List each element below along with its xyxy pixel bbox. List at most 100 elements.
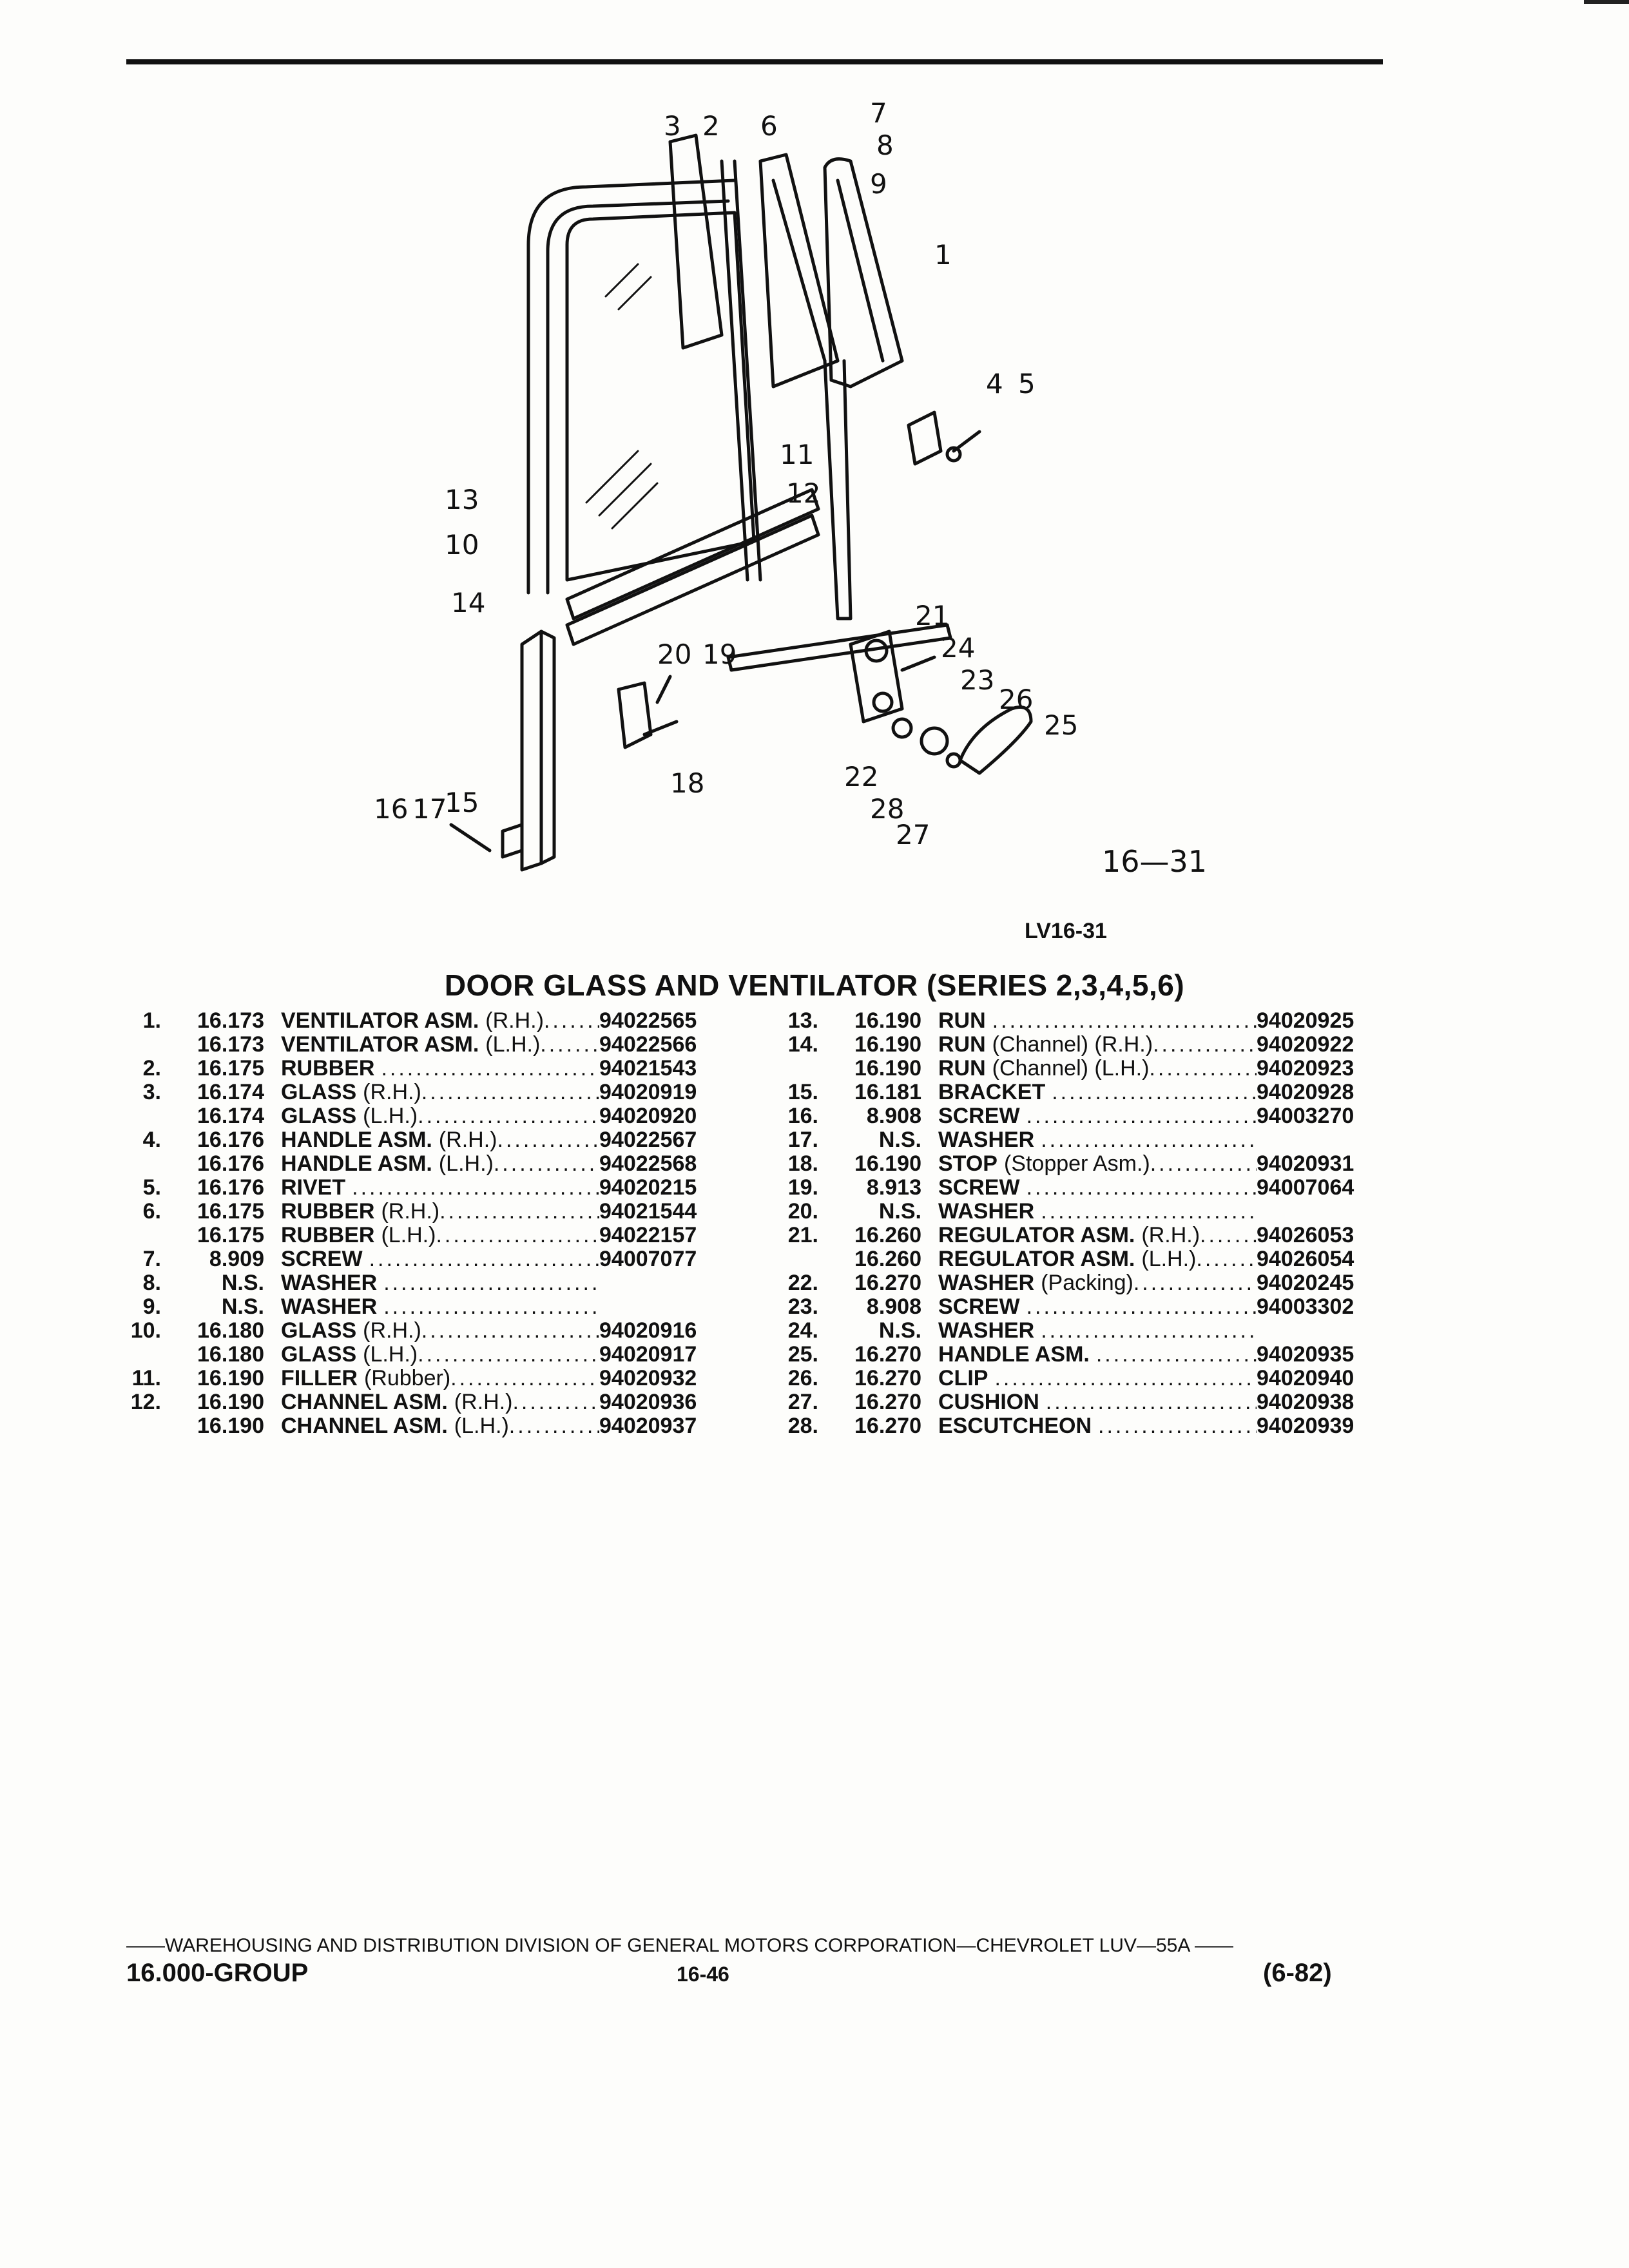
leader-dots: ........................................… [508, 1414, 599, 1438]
part-number: 94020940 [1257, 1366, 1354, 1390]
part-number [1257, 1200, 1385, 1224]
part-note: (R.H.) [363, 1319, 421, 1343]
part-name: CHANNEL ASM. [281, 1390, 448, 1414]
group-number: 16.175 [197, 1199, 264, 1224]
top-rule [126, 59, 1383, 64]
callout-13: 13 [445, 484, 479, 515]
leader-dots: ........................................… [1200, 1224, 1257, 1247]
callout-27: 27 [896, 819, 930, 850]
part-number: 94022567 [599, 1128, 697, 1152]
group-number: 16.270 [854, 1390, 921, 1414]
exploded-parts-diagram: 3 2 6 7 8 9 1 4 5 13 10 11 12 14 21 24 2… [335, 90, 1276, 889]
part-name: GLASS [281, 1104, 357, 1128]
group-number: 16.190 [854, 1151, 921, 1176]
part-description: CHANNEL ASM.(R.H.) .....................… [281, 1390, 599, 1414]
part-name: HANDLE ASM. [281, 1152, 432, 1176]
part-name: BRACKET [938, 1081, 1046, 1104]
part-number: 94026053 [1257, 1223, 1354, 1247]
part-number: 94020938 [1257, 1390, 1354, 1414]
leader-dots: ........................................… [1133, 1271, 1257, 1295]
part-number: 94020932 [599, 1366, 697, 1390]
callout-22: 22 [844, 761, 878, 793]
part-name: GLASS [281, 1343, 357, 1367]
part-note: (L.H.) [363, 1104, 418, 1128]
item-number: 2. [142, 1056, 161, 1081]
part-description: WASHER .................................… [938, 1128, 1257, 1152]
run-outline [526, 178, 737, 595]
group-number: 16.260 [854, 1223, 921, 1247]
part-name: REGULATOR ASM. [938, 1224, 1135, 1247]
part-number: 94021544 [599, 1199, 697, 1224]
callout-20: 20 [657, 639, 691, 670]
leader-dots: ........................................… [418, 1343, 599, 1367]
item-number: 5. [142, 1175, 161, 1200]
part-name: GLASS [281, 1081, 357, 1104]
item-number [116, 1104, 161, 1128]
parts-row: 8.N.S.WASHER ...........................… [116, 1271, 728, 1295]
group-number: 16.176 [197, 1128, 264, 1152]
part-number: 94022566 [599, 1032, 697, 1057]
callout-26: 26 [999, 684, 1033, 715]
part-description: STOP(Stopper Asm.) .....................… [938, 1152, 1257, 1176]
callout-8: 8 [876, 130, 894, 161]
group-number: 16.175 [197, 1056, 264, 1081]
part-name: STOP [938, 1152, 998, 1176]
leader-dots: ........................................… [1041, 1128, 1257, 1152]
group-number: 16.190 [197, 1390, 264, 1414]
part-name: GLASS [281, 1319, 357, 1343]
part-number: 94020923 [1257, 1056, 1354, 1081]
item-number: 21. [787, 1223, 818, 1247]
leader-dots: ........................................… [369, 1247, 599, 1271]
callout-17: 17 [412, 793, 447, 825]
part-description: WASHER .................................… [281, 1271, 599, 1295]
group-number: 16.190 [854, 1032, 921, 1057]
callout-9: 9 [870, 168, 887, 200]
item-number: 24. [787, 1318, 818, 1343]
part-number: 94020919 [599, 1080, 697, 1104]
diagram-callouts: 3 2 6 7 8 9 1 4 5 13 10 11 12 14 21 24 2… [374, 97, 1078, 850]
group-number: 8.913 [866, 1175, 921, 1200]
part-note: (L.H.) [363, 1343, 418, 1367]
group-number: 16.181 [854, 1080, 921, 1104]
item-number: 15. [787, 1080, 818, 1104]
leader-dots: ........................................… [383, 1295, 599, 1319]
part-name: VENTILATOR ASM. [281, 1009, 479, 1033]
part-number: 94020245 [1257, 1271, 1354, 1295]
callout-18: 18 [670, 767, 704, 799]
callout-11: 11 [780, 439, 814, 470]
part-number [599, 1295, 728, 1319]
part-name: WASHER [281, 1271, 378, 1295]
part-number: 94020920 [599, 1104, 697, 1128]
part-description: RUN ....................................… [938, 1009, 1257, 1033]
part-name: RUN [938, 1033, 986, 1057]
group-number: 16.173 [197, 1032, 264, 1057]
leader-dots: ........................................… [381, 1057, 599, 1081]
group-number: 16.190 [197, 1366, 264, 1390]
group-number: 16.270 [854, 1366, 921, 1390]
group-number: 16.176 [197, 1151, 264, 1176]
group-number: N.S. [878, 1199, 921, 1224]
part-description: ESCUTCHEON .............................… [938, 1414, 1257, 1438]
part-number: 94021543 [599, 1056, 697, 1081]
part-number: 94022565 [599, 1008, 697, 1033]
part-note: (Stopper Asm.) [1003, 1152, 1150, 1176]
parts-row: 17.N.S.WASHER ..........................… [773, 1128, 1385, 1152]
part-description: FILLER(Rubber) .........................… [281, 1367, 599, 1390]
diagram-svg: 3 2 6 7 8 9 1 4 5 13 10 11 12 14 21 24 2… [374, 97, 1078, 872]
part-number: 94020925 [1257, 1008, 1354, 1033]
part-description: RUBBER .................................… [281, 1057, 599, 1081]
leader-dots: ........................................… [1196, 1247, 1257, 1271]
callout-28: 28 [870, 793, 904, 825]
group-number: 16.190 [854, 1056, 921, 1081]
item-number [773, 1057, 818, 1081]
part-number: 94020936 [599, 1390, 697, 1414]
item-number: 22. [787, 1271, 818, 1295]
